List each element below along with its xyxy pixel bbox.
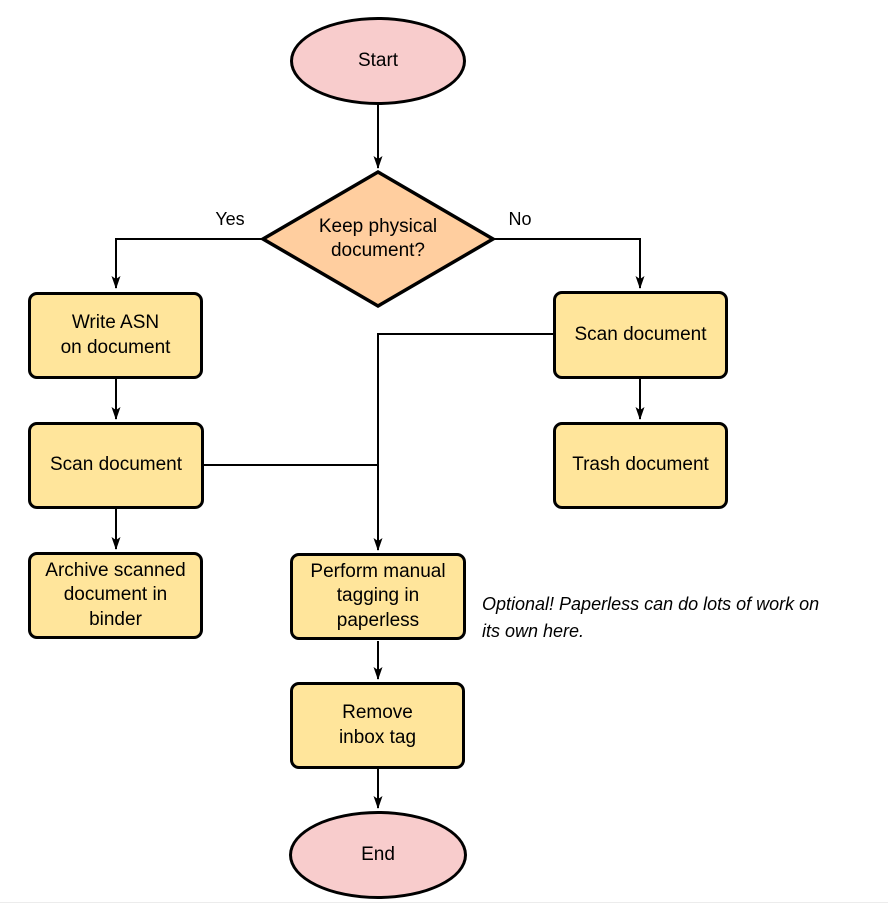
process-scan-document-right-label: Scan document (574, 323, 707, 345)
process-scan-document-right: Scan document (553, 291, 728, 379)
process-remove-inbox-tag: Remove inbox tag (290, 682, 465, 769)
process-manual-tagging: Perform manual tagging in paperless (290, 553, 466, 640)
process-archive-document-label: Archive scanned document in binder (45, 560, 186, 630)
edge-label-yes: Yes (215, 209, 245, 229)
process-remove-inbox-tag-label: Remove inbox tag (338, 702, 417, 748)
process-write-asn: Write ASN on document (28, 292, 203, 379)
end-node: End (289, 811, 467, 899)
process-scan-document-left: Scan document (28, 422, 204, 509)
start-node-label: Start (357, 49, 399, 71)
page-bottom-divider (0, 902, 888, 903)
process-manual-tagging-label: Perform manual tagging in paperless (310, 561, 446, 631)
decision-diamond-shape (259, 169, 497, 309)
process-archive-document: Archive scanned document in binder (28, 552, 203, 639)
process-trash-document-label: Trash document (572, 454, 709, 476)
edge-scan-right-to-tagging (373, 333, 553, 551)
process-write-asn-label: Write ASN on document (60, 312, 171, 358)
end-node-label: End (361, 843, 395, 865)
optional-note: Optional! Paperless can do lots of work … (482, 594, 820, 641)
start-node: Start (290, 17, 466, 105)
edge-decision-yes-to-write-asn (111, 238, 263, 289)
decision-node: Keep physical document? (278, 205, 478, 273)
edge-decision-no-to-scan-right (493, 238, 645, 289)
process-trash-document: Trash document (553, 422, 728, 509)
edge-label-no: No (508, 209, 532, 229)
decision-node-label: Keep physical document? (318, 215, 438, 261)
process-scan-document-left-label: Scan document (49, 454, 183, 476)
